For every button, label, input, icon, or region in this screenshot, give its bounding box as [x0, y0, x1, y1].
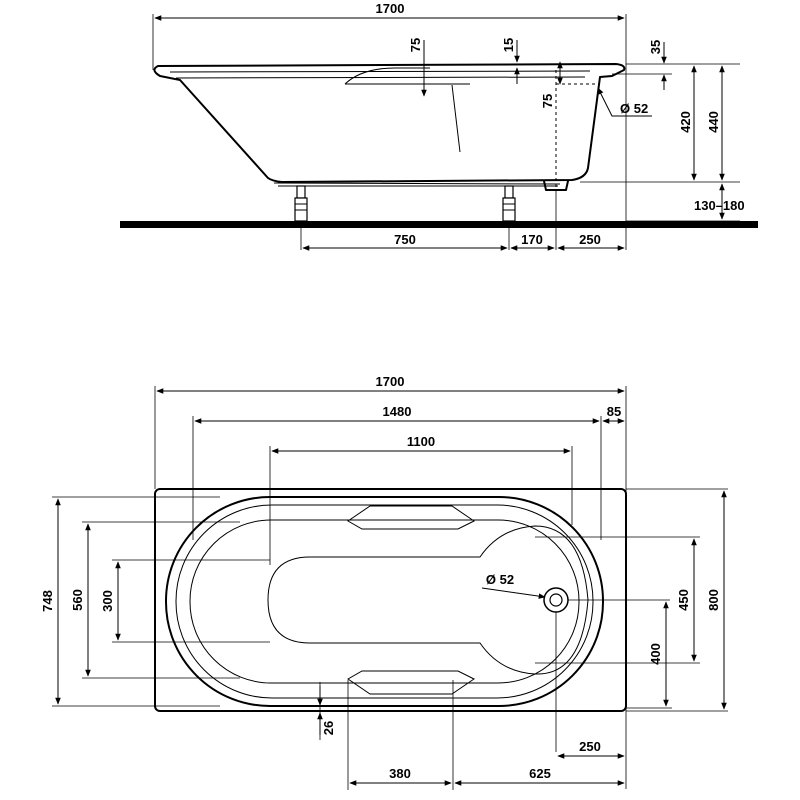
label-bottom-length: 1100 [407, 434, 435, 449]
label-drain-offset-width: 400 [648, 643, 663, 665]
tub-side-outline [153, 63, 626, 183]
label-rim-depth: 75 [408, 38, 423, 52]
tub-inner-slope-line [451, 84, 461, 153]
label-armrest-to-end: 625 [529, 766, 551, 781]
label-end-width: 450 [676, 589, 691, 611]
label-total-length-top: 1700 [376, 374, 405, 389]
floor-line [120, 221, 758, 228]
leader-drain-diameter [481, 587, 546, 599]
label-drain-to-end: 250 [579, 232, 601, 247]
leader-overflow-diameter [597, 87, 652, 117]
label-total-width: 800 [706, 589, 721, 611]
top-view: 1700 1480 85 1100 748 560 300 Ø 52 450 8… [40, 374, 728, 790]
tub-bowl-inner-2 [189, 519, 580, 684]
armrest-top [347, 505, 475, 530]
label-overflow-diameter: Ø 52 [620, 101, 648, 116]
label-inner-width-2: 560 [70, 589, 85, 611]
label-total-length-side: 1700 [376, 1, 405, 16]
armrest-bottom [347, 670, 475, 695]
label-armrest-length: 380 [389, 766, 411, 781]
label-drain-offset-length: 250 [579, 739, 601, 754]
label-inner-length: 1480 [383, 404, 412, 419]
label-inner-width: 748 [40, 590, 55, 612]
label-bottom-width: 300 [100, 590, 115, 612]
drain-inner [549, 593, 563, 607]
leg-right [502, 185, 516, 222]
label-leg-to-drain: 170 [521, 232, 543, 247]
label-leg-height-range: 130–180 [694, 198, 745, 213]
leg-left [294, 185, 308, 222]
label-rim-offset: 26 [321, 721, 336, 735]
tub-bottom-keyhole [267, 525, 589, 675]
label-rim-thickness: 15 [501, 38, 516, 52]
label-total-height: 440 [706, 111, 721, 133]
label-inner-height: 420 [678, 111, 693, 133]
tub-armrest [344, 67, 470, 85]
label-leg-spacing: 750 [394, 232, 416, 247]
label-top-offset: 35 [648, 40, 663, 54]
label-end-offset: 85 [607, 404, 621, 419]
tub-bowl-inner-1 [175, 504, 594, 699]
tub-bowl-outer [165, 496, 604, 707]
tub-base-plate [273, 182, 561, 187]
tub-inner-rim-line [169, 70, 591, 79]
label-overflow-drop: 75 [540, 94, 555, 108]
side-view: 1700 75 15 35 75 Ø 52 420 440 130–180 75… [120, 1, 758, 251]
label-drain-diameter: Ø 52 [486, 572, 514, 587]
